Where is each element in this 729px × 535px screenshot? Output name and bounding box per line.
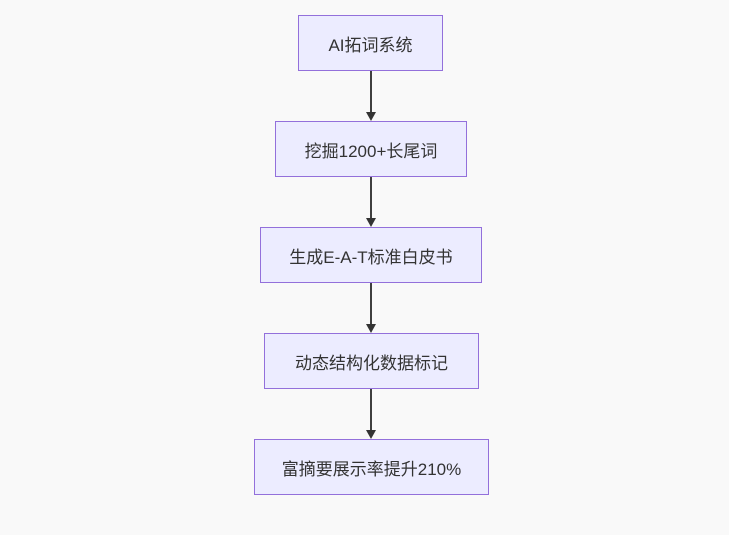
flow-arrow-2 (366, 177, 376, 227)
flow-node-label: AI拓词系统 (328, 35, 413, 55)
arrow-shaft (370, 71, 372, 113)
flow-arrow-4 (366, 389, 376, 439)
flow-node-rich-snippet-result: 富摘要展示率提升210% (254, 439, 489, 495)
flow-node-structured-data: 动态结构化数据标记 (264, 333, 479, 389)
flow-node-label: 生成E-A-T标准白皮书 (289, 247, 453, 267)
flow-node-eat-whitepaper: 生成E-A-T标准白皮书 (260, 227, 482, 283)
arrow-shaft (370, 389, 372, 431)
arrow-shaft (370, 177, 372, 219)
arrowhead-down-icon (366, 218, 376, 227)
arrowhead-down-icon (366, 430, 376, 439)
flow-node-label: 富摘要展示率提升210% (281, 459, 462, 479)
arrowhead-down-icon (366, 112, 376, 121)
flow-arrow-1 (366, 71, 376, 121)
arrowhead-down-icon (366, 324, 376, 333)
arrow-shaft (370, 283, 372, 325)
flow-node-longtail-mining: 挖掘1200+长尾词 (275, 121, 467, 177)
flow-node-label: 挖掘1200+长尾词 (304, 141, 438, 161)
flow-node-ai-keyword-system: AI拓词系统 (298, 15, 443, 71)
flow-arrow-3 (366, 283, 376, 333)
flow-node-label: 动态结构化数据标记 (295, 353, 448, 373)
